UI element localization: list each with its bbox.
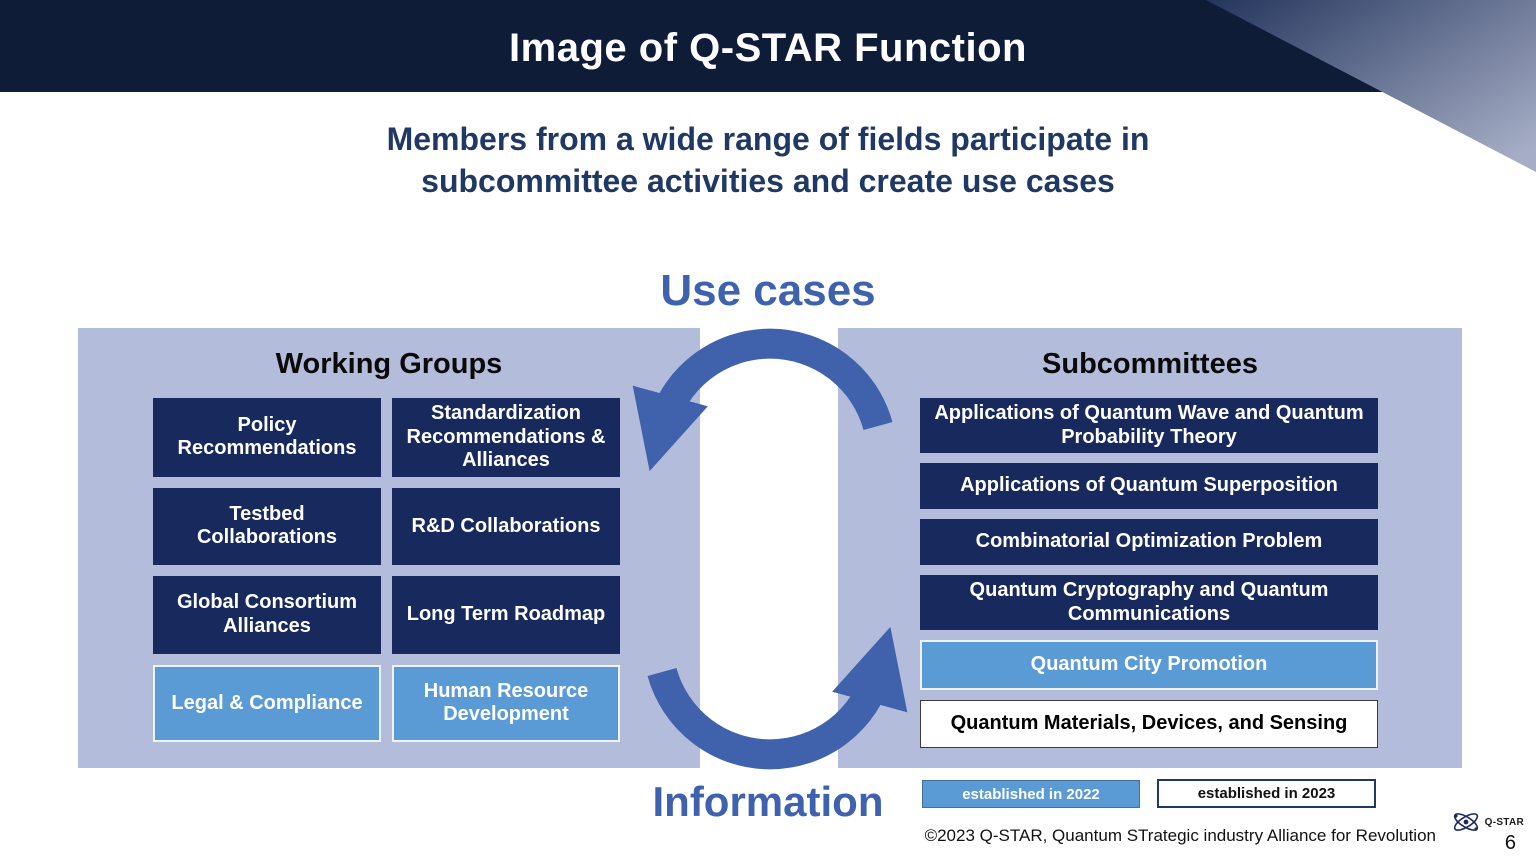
subcommittee-box: Quantum City Promotion — [920, 640, 1378, 691]
legend-established-2023: established in 2023 — [1157, 779, 1376, 808]
subcommittees-panel: Subcommittees Applications of Quantum Wa… — [838, 328, 1462, 768]
copyright-text: ©2023 Q-STAR, Quantum STrategic industry… — [924, 826, 1436, 845]
subtitle: Members from a wide range of fields part… — [0, 118, 1536, 202]
page-number: 6 — [1504, 832, 1516, 854]
working-group-box: Legal & Compliance — [153, 664, 381, 742]
page-title: Image of Q-STAR Function — [509, 26, 1027, 70]
working-group-box: Testbed Collaborations — [153, 487, 381, 566]
logo-text: Q-STAR — [1484, 816, 1524, 828]
working-group-box: Global Consortium Alliances — [153, 576, 381, 654]
subcommittee-box: Quantum Cryptography and Quantum Communi… — [920, 575, 1378, 631]
corner-accent-shape — [1206, 0, 1536, 172]
working-groups-grid: Policy Recommendations Standardization R… — [153, 398, 620, 742]
working-groups-panel: Working Groups Policy Recommendations St… — [78, 328, 700, 768]
legend-established-2022: established in 2022 — [922, 780, 1140, 808]
subcommittee-box: Combinatorial Optimization Problem — [920, 519, 1378, 565]
working-group-box: R&D Collaborations — [392, 487, 620, 566]
subcommittee-box: Quantum Materials, Devices, and Sensing — [920, 700, 1378, 748]
subcommittee-box: Applications of Quantum Superposition — [920, 463, 1378, 510]
working-group-box: Standardization Recommendations & Allian… — [392, 398, 620, 477]
information-label: Information — [652, 778, 884, 825]
subtitle-line-1: Members from a wide range of fields part… — [386, 121, 1150, 157]
subcommittee-box: Applications of Quantum Wave and Quantum… — [920, 398, 1378, 454]
working-group-box: Human Resource Development — [392, 664, 620, 742]
subtitle-line-2: subcommittee activities and create use c… — [421, 163, 1115, 200]
working-groups-title: Working Groups — [275, 348, 503, 380]
working-group-box: Policy Recommendations — [153, 398, 381, 477]
use-cases-label: Use cases — [660, 266, 876, 315]
atom-icon — [1453, 813, 1478, 831]
subcommittees-list: Applications of Quantum Wave and Quantum… — [920, 398, 1378, 748]
working-group-box: Long Term Roadmap — [392, 576, 620, 654]
qstar-logo: Q-STAR — [1450, 808, 1524, 836]
subcommittees-title: Subcommittees — [1042, 348, 1258, 380]
